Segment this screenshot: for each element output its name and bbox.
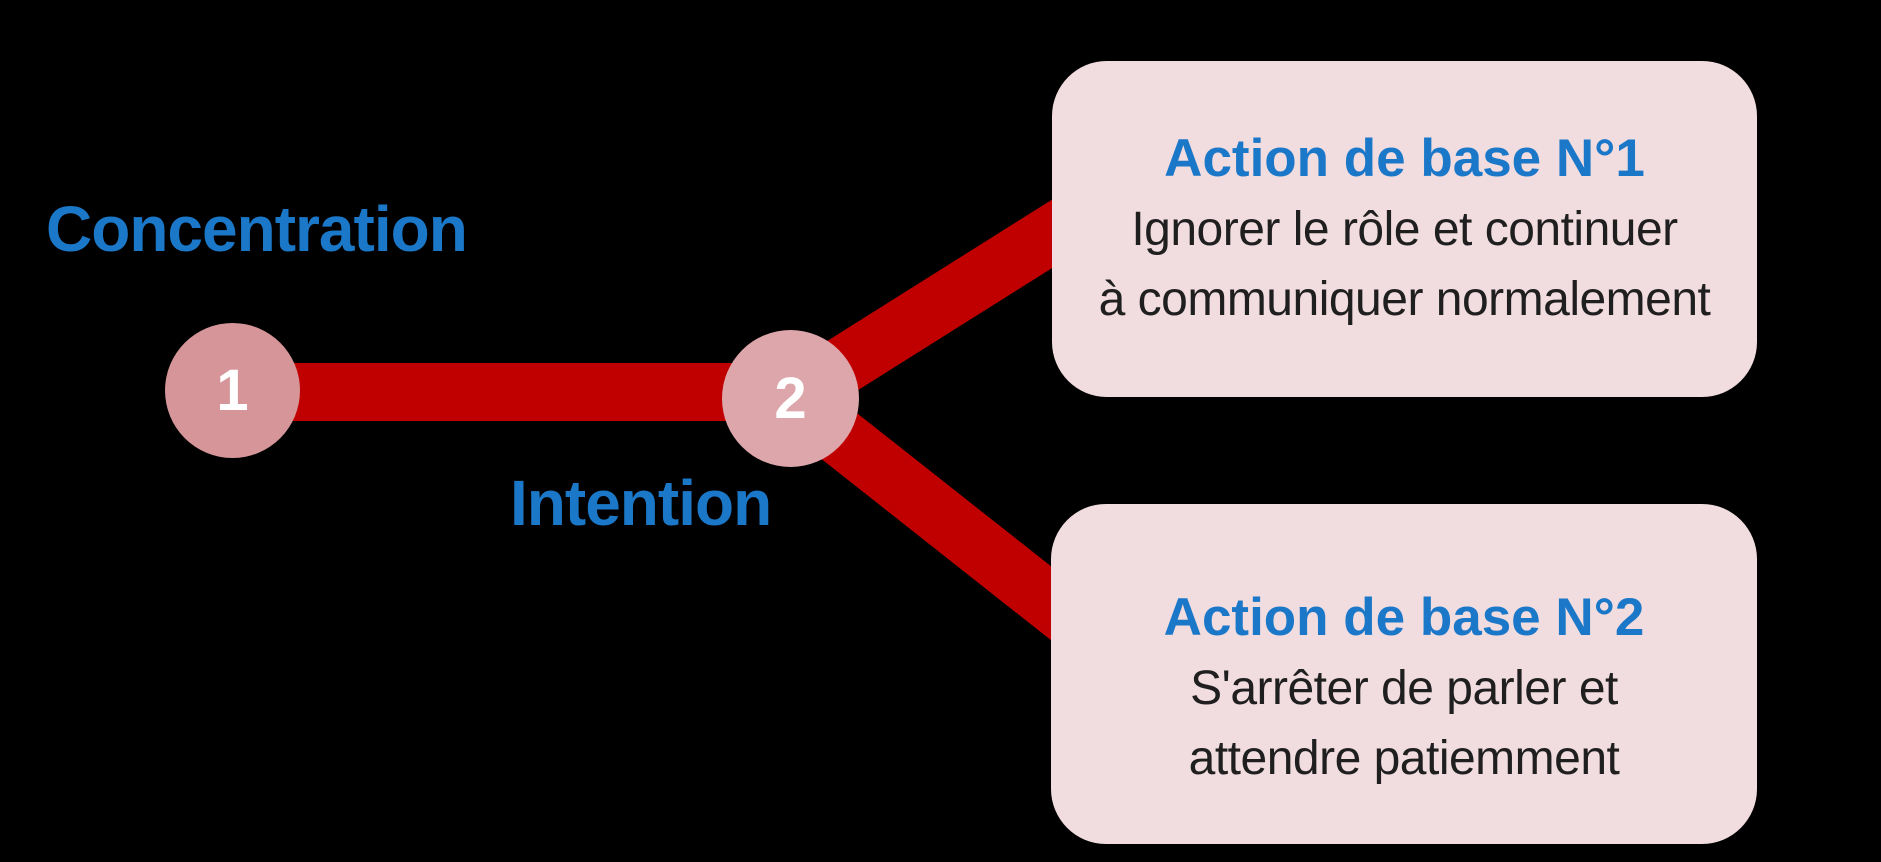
label-intention: Intention: [510, 467, 772, 539]
action-box-2-line2: attendre patiemment: [1188, 732, 1620, 785]
action-box-1-content: Action de base N°1 Ignorer le rôle et co…: [1099, 123, 1711, 335]
action-box-2-title: Action de base N°2: [1163, 588, 1645, 647]
label-concentration: Concentration: [46, 193, 468, 265]
action-box-2: Action de base N°2 S'arrêter de parler e…: [1051, 504, 1757, 844]
action-box-1: Action de base N°1 Ignorer le rôle et co…: [1052, 61, 1757, 397]
step-node-1: 1: [165, 323, 300, 458]
action-box-1-title: Action de base N°1: [1164, 129, 1645, 188]
step-node-2-number: 2: [774, 366, 807, 431]
step-node-1-number: 1: [216, 358, 249, 423]
action-box-2-content: Action de base N°2 S'arrêter de parler e…: [1164, 582, 1645, 794]
step-node-2: 2: [722, 330, 859, 467]
action-box-1-line1: Ignorer le rôle et continuer: [1131, 203, 1678, 256]
action-box-1-line2: à communiquer normalement: [1098, 273, 1711, 326]
action-box-2-line1: S'arrêter de parler et: [1190, 662, 1618, 715]
